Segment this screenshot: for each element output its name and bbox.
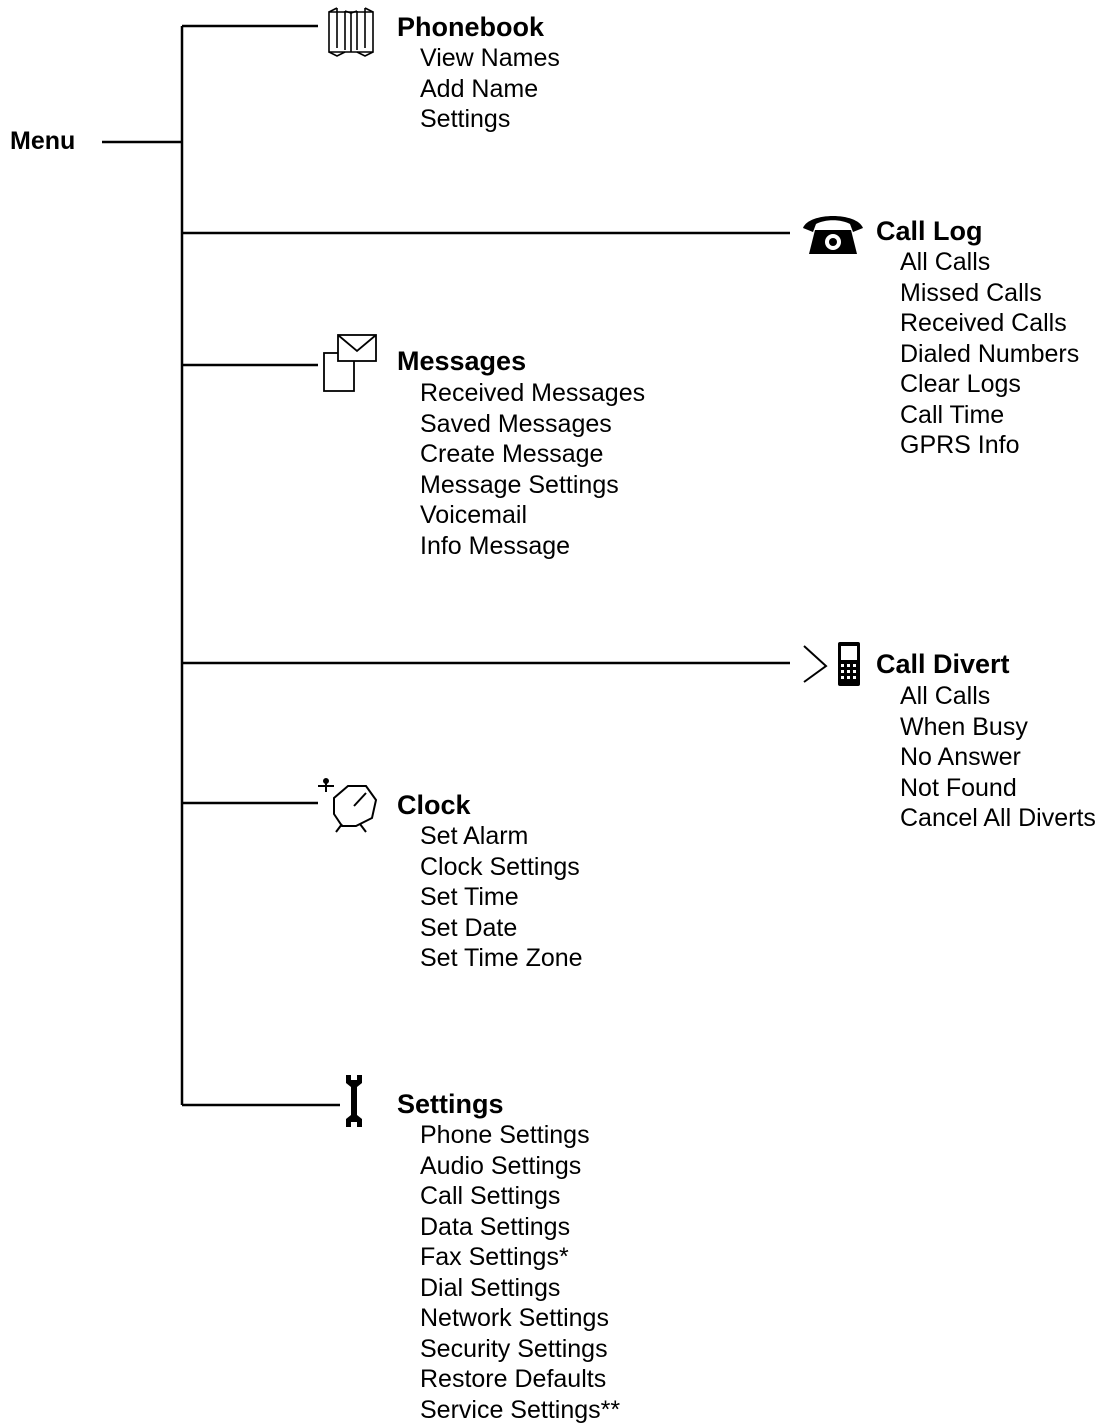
root-menu-label: Menu — [10, 127, 76, 155]
menu-item[interactable]: Service Settings** — [420, 1395, 621, 1424]
menu-item[interactable]: Data Settings — [420, 1212, 571, 1241]
clock-title: Clock — [397, 790, 471, 820]
call-log-items: All Calls Missed Calls Received Calls Di… — [900, 247, 1079, 461]
envelope-icon — [323, 334, 377, 392]
menu-item[interactable]: Call Settings — [420, 1182, 561, 1210]
menu-item[interactable]: Dial Settings — [420, 1273, 561, 1302]
menu-item[interactable]: Set Date — [420, 913, 518, 942]
menu-item[interactable]: Set Time Zone — [420, 944, 583, 972]
wrench-icon — [346, 1075, 362, 1127]
menu-item[interactable]: View Names — [420, 44, 560, 72]
call-divert-items: All Calls When Busy No Answer Not Found … — [900, 681, 1096, 834]
menu-item[interactable]: Info Message — [420, 531, 571, 560]
menu-item[interactable]: Cancel All Diverts — [900, 804, 1096, 832]
menu-item[interactable]: Fax Settings* — [420, 1243, 569, 1271]
telephone-icon — [803, 216, 863, 254]
menu-item[interactable]: When Busy — [900, 712, 1028, 741]
clock-items: Set Alarm Clock Settings Set Time Set Da… — [420, 821, 583, 974]
menu-item[interactable]: Settings — [420, 105, 511, 133]
menu-item[interactable]: Message Settings — [420, 470, 619, 499]
menu-item[interactable]: Set Time — [420, 883, 519, 911]
menu-item[interactable]: Missed Calls — [900, 278, 1042, 307]
menu-item[interactable]: No Answer — [900, 743, 1021, 771]
menu-item[interactable]: Add Name — [420, 74, 539, 103]
phonebook-items: View Names Add Name Settings — [420, 43, 560, 135]
menu-item[interactable]: Network Settings — [420, 1304, 609, 1332]
call-divert-title: Call Divert — [876, 649, 1010, 679]
menu-item[interactable]: Set Alarm — [420, 822, 529, 850]
divert-phone-icon — [803, 642, 860, 686]
call-log-title: Call Log — [876, 216, 983, 246]
menu-item[interactable]: All Calls — [900, 248, 991, 276]
settings-title: Settings — [397, 1089, 504, 1119]
menu-item[interactable]: Not Found — [900, 773, 1017, 802]
menu-item[interactable]: Security Settings — [420, 1334, 608, 1363]
menu-item[interactable]: Received Messages — [420, 379, 646, 407]
menu-item[interactable]: Saved Messages — [420, 409, 612, 438]
menu-item[interactable]: Call Time — [900, 400, 1005, 429]
menu-item[interactable]: Clock Settings — [420, 852, 580, 881]
menu-item[interactable]: Restore Defaults — [420, 1365, 607, 1393]
menu-item[interactable]: Dialed Numbers — [900, 339, 1080, 368]
phonebook-title: Phonebook — [397, 12, 544, 42]
menu-item[interactable]: Received Calls — [900, 309, 1067, 337]
settings-items: Phone Settings Audio Settings Call Setti… — [420, 1120, 620, 1425]
menu-item[interactable]: Create Message — [420, 440, 604, 468]
menu-item[interactable]: GPRS Info — [900, 431, 1020, 459]
menu-item[interactable]: Audio Settings — [420, 1151, 582, 1180]
menu-item[interactable]: Voicemail — [420, 501, 527, 529]
menu-item[interactable]: All Calls — [900, 682, 991, 710]
book-icon — [328, 7, 374, 57]
menu-item[interactable]: Clear Logs — [900, 370, 1021, 398]
messages-title: Messages — [397, 346, 527, 376]
menu-item[interactable]: Phone Settings — [420, 1121, 590, 1149]
messages-items: Received Messages Saved Messages Create … — [420, 378, 645, 561]
alarm-clock-icon — [318, 778, 378, 833]
